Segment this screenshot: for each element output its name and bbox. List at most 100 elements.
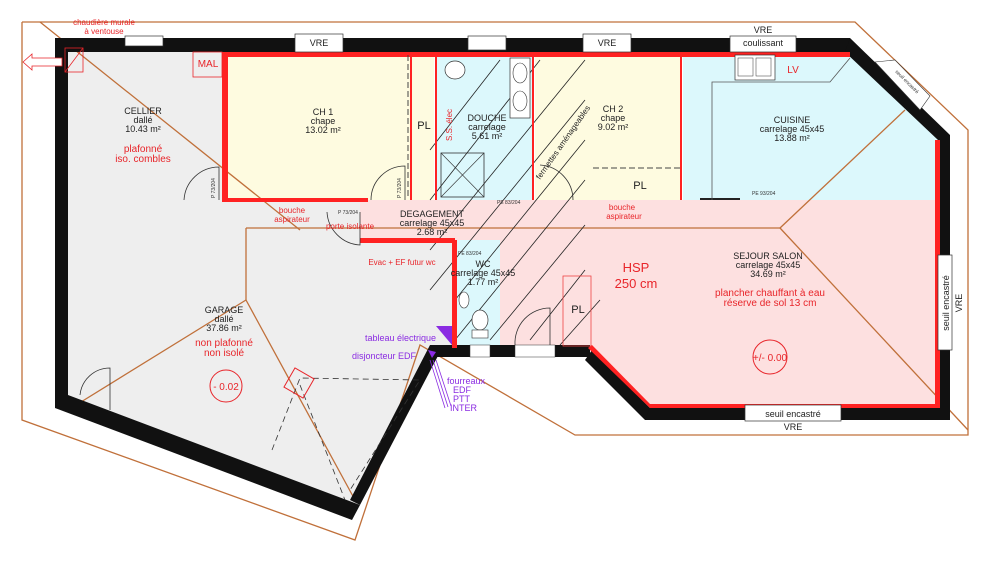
- svg-text:non plafonné: non plafonné: [195, 338, 253, 349]
- flue-arrow-icon: [22, 53, 63, 71]
- svg-text:dallé: dallé: [214, 314, 233, 324]
- toilet-douche: [444, 60, 466, 80]
- svg-text:10.43 m²: 10.43 m²: [125, 124, 161, 134]
- toilet-wc: [471, 309, 489, 339]
- boiler-symbol: [64, 47, 84, 73]
- door-ch1[interactable]: P 73/204: [370, 165, 406, 201]
- svg-text:CH 1: CH 1: [313, 107, 334, 117]
- door-cuisine[interactable]: PE 93/204: [700, 191, 776, 200]
- conduits: [429, 359, 452, 409]
- hsp-value: 250 cm: [615, 276, 658, 291]
- window-douche[interactable]: [467, 35, 507, 51]
- svg-text:1.77 m²: 1.77 m²: [468, 277, 499, 287]
- kitchen-sink: LV: [734, 54, 799, 81]
- room-cuisine: CUISINE carrelage 45x45 13.88 m²: [760, 115, 825, 143]
- svg-text:37.86 m²: 37.86 m²: [206, 323, 242, 333]
- door-size-label: P 73/204: [338, 210, 358, 216]
- vre-label: VRE: [954, 294, 964, 313]
- door-wc[interactable]: PE 83/204: [458, 251, 482, 257]
- svg-text:2.68 m²: 2.68 m²: [417, 227, 448, 237]
- coulissant-label: coulissant: [743, 38, 784, 48]
- ch2-floor: [535, 52, 680, 200]
- hsp-label: HSP: [623, 260, 650, 275]
- vre-label: VRE: [310, 38, 329, 48]
- window-ch1-vre[interactable]: VRE: [294, 33, 344, 53]
- level-garage: - 0.02: [213, 382, 239, 393]
- window-sejour-east[interactable]: seuil encastré VRE: [937, 254, 964, 351]
- window-ch2-vre[interactable]: VRE: [582, 33, 632, 53]
- svg-text:13.88 m²: 13.88 m²: [774, 133, 810, 143]
- porte-isolante-label: porte isolante: [326, 222, 375, 231]
- room-wc: WC carrelage 45x45 1.77 m²: [451, 259, 516, 287]
- door-cellier[interactable]: P 73/204: [183, 166, 220, 201]
- garage-floor: [68, 200, 455, 505]
- mal-box: [192, 51, 223, 78]
- door-garage-isolante[interactable]: P 73/204: [326, 210, 361, 246]
- edf-breaker-icon: [428, 350, 436, 358]
- ch1-floor: [228, 52, 434, 200]
- svg-text:iso. combles: iso. combles: [115, 154, 171, 165]
- room-ch2: CH 2 chape 9.02 m²: [598, 104, 629, 132]
- svg-text:SEJOUR SALON: SEJOUR SALON: [733, 251, 803, 261]
- vre-label: VRE: [598, 38, 617, 48]
- svg-text:WC: WC: [476, 259, 491, 269]
- double-basin: [509, 57, 531, 119]
- svg-text:34.69 m²: 34.69 m²: [750, 269, 786, 279]
- kitchen-counter: [711, 57, 851, 200]
- vre-label: VRE: [784, 422, 803, 432]
- bouche-aspirateur-1b: aspirateur: [274, 215, 310, 224]
- svg-text:carrelage: carrelage: [468, 122, 506, 132]
- svg-text:GARAGE: GARAGE: [205, 305, 244, 315]
- svg-text:carrelage 45x45: carrelage 45x45: [736, 260, 801, 270]
- room-douche: DOUCHE carrelage 5.61 m²: [467, 113, 506, 141]
- room-degagement: DEGAGEMENT carrelage 45x45 2.68 m²: [400, 209, 465, 237]
- entry-openings[interactable]: [469, 344, 556, 358]
- edf-label: EDF: [453, 385, 472, 395]
- svg-text:chape: chape: [601, 113, 626, 123]
- window-cellier[interactable]: [124, 35, 164, 47]
- bouche-aspirateur-2b: aspirateur: [606, 212, 642, 221]
- electrical-panel-icon: [436, 326, 452, 345]
- door-size-label: P 73/204: [397, 178, 403, 198]
- insulated-lining: [222, 52, 940, 408]
- garage-sectional-door[interactable]: [271, 377, 421, 501]
- room-garage: GARAGE dallé 37.86 m² non plafonné non i…: [195, 305, 253, 359]
- svg-text:9.02 m²: 9.02 m²: [598, 122, 629, 132]
- seuil-label: seuil encastré: [765, 409, 821, 419]
- svg-text:plafonné: plafonné: [124, 144, 163, 155]
- room-cellier: CELLIER dallé 10.43 m² plafonné iso. com…: [115, 106, 171, 165]
- placard-ch2-label: PL: [633, 180, 646, 192]
- placard-entry-label: PL: [571, 304, 584, 316]
- door-size-label: P 73/204: [211, 178, 217, 198]
- svg-text:chape: chape: [311, 116, 336, 126]
- svg-text:CH 2: CH 2: [603, 104, 624, 114]
- svg-text:carrelage 45x45: carrelage 45x45: [760, 124, 825, 134]
- ss-elec-label: S.S. élec: [445, 109, 454, 141]
- boiler-label-2: à ventouse: [84, 27, 124, 36]
- inter-label: INTER: [450, 403, 478, 413]
- svg-text:DOUCHE: DOUCHE: [467, 113, 506, 123]
- svg-text:non isolé: non isolé: [204, 348, 244, 359]
- door-ch2[interactable]: [539, 164, 574, 201]
- boiler-label-1: chaudière murale: [73, 18, 135, 27]
- svg-text:13.02 m²: 13.02 m²: [305, 125, 341, 135]
- bouche-aspirateur-1: bouche: [279, 206, 306, 215]
- window-sejour-south[interactable]: seuil encastré VRE: [744, 404, 842, 432]
- lv-label: LV: [787, 65, 799, 76]
- entry-door[interactable]: [514, 307, 551, 346]
- svg-text:CUISINE: CUISINE: [774, 115, 811, 125]
- roof-outline: [21, 21, 969, 541]
- svg-text:dallé: dallé: [133, 115, 152, 125]
- window-cuisine-sliding[interactable]: VRE coulissant: [729, 25, 797, 53]
- svg-text:carrelage 45x45: carrelage 45x45: [400, 218, 465, 228]
- bouche-aspirateur-2: bouche: [609, 203, 636, 212]
- door-garage-main[interactable]: [79, 367, 111, 410]
- svg-text:carrelage 45x45: carrelage 45x45: [451, 268, 516, 278]
- shower-tray: [440, 152, 485, 198]
- seuil-label: seuil encastré: [941, 275, 951, 331]
- wc-handbasin: [458, 291, 470, 309]
- cuisine-floor: [683, 52, 940, 200]
- level-marker-sejour: [752, 339, 788, 375]
- sejour-floor: [360, 200, 940, 408]
- level-marker-garage: [209, 369, 243, 403]
